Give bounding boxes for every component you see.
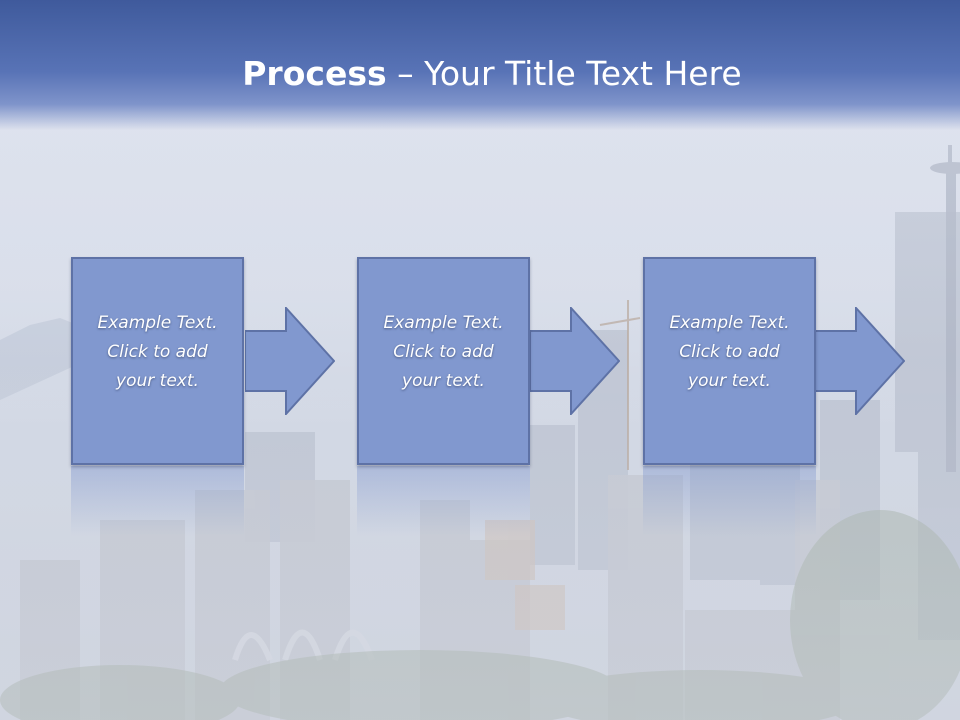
title-bar — [0, 0, 960, 130]
title-bold: Process — [242, 54, 387, 93]
step-1-reflection — [71, 466, 244, 536]
step-3-box[interactable]: Example Text. Click to add your text. — [643, 257, 816, 465]
step-1-text: Example Text. Click to add your text. — [97, 312, 218, 391]
step-1-arrow-icon — [245, 307, 335, 415]
step-2-box[interactable]: Example Text. Click to add your text. — [357, 257, 530, 465]
title-dash: – — [386, 54, 425, 93]
step-1-box[interactable]: Example Text. Click to add your text. — [71, 257, 244, 465]
step-2-text: Example Text. Click to add your text. — [383, 312, 504, 391]
slide-title[interactable]: Process – Your Title Text Here — [0, 54, 960, 94]
step-2-arrow-icon — [530, 307, 620, 415]
step-3-reflection — [643, 466, 816, 536]
step-3-arrow-icon — [815, 307, 905, 415]
step-2-reflection — [357, 466, 530, 536]
title-rest: Your Title Text Here — [424, 54, 742, 93]
step-3-text: Example Text. Click to add your text. — [669, 312, 790, 391]
